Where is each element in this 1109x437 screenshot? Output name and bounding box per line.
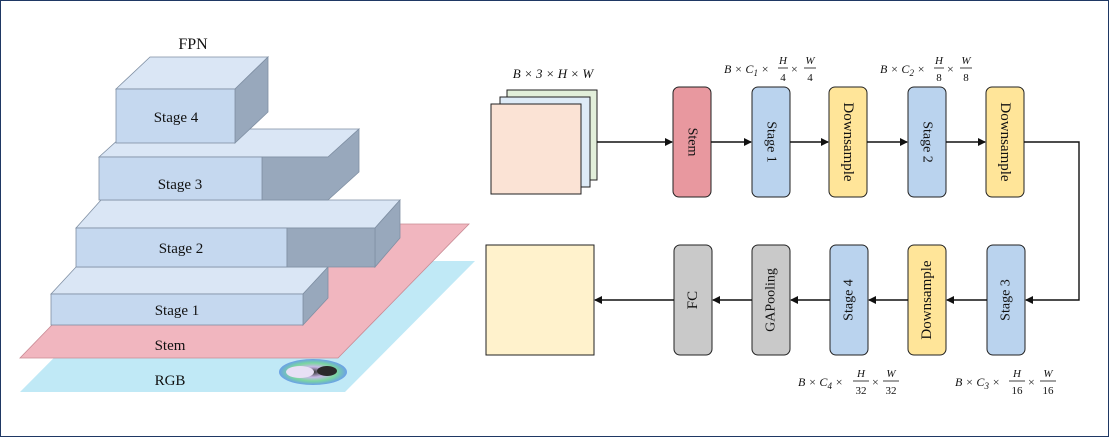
svg-text:W: W (886, 368, 896, 380)
fpn-pyramid: RGB Stem Stage 1 Stage 2 Stage 3 Stage 4 (19, 36, 475, 392)
fpn-title: FPN (178, 36, 208, 53)
svg-text:W: W (805, 55, 815, 67)
rgb-label: RGB (155, 373, 186, 389)
svg-text:H: H (856, 368, 866, 380)
svg-text:×: × (872, 375, 879, 389)
top-row-arrows (597, 138, 1080, 304)
downsample3-label: Downsample (919, 260, 935, 339)
svg-text:B × C4 ×: B × C4 × (798, 375, 843, 391)
svg-text:H: H (778, 55, 788, 67)
input-shape-label: B × 3 × H × W (513, 66, 595, 81)
shape1-label: B × C1 × H 4 × W 4 (724, 55, 816, 84)
stage3-label: Stage 3 (158, 177, 203, 193)
svg-text:8: 8 (936, 72, 942, 84)
stage4-label: Stage 4 (154, 110, 199, 126)
stage4-pipe-label: Stage 4 (842, 279, 857, 321)
shape2-label: B × C2 × H 8 × W 8 (880, 55, 972, 84)
svg-text:B × C1 ×: B × C1 × (724, 62, 769, 78)
stage1-block (50, 293, 304, 326)
svg-text:×: × (791, 62, 798, 76)
downsample1-label: Downsample (840, 102, 856, 181)
rgb-image-icon (279, 359, 347, 385)
svg-text:×: × (1028, 375, 1035, 389)
svg-text:32: 32 (886, 385, 897, 397)
svg-text:W: W (1043, 368, 1053, 380)
svg-text:4: 4 (780, 72, 786, 84)
output-tensor (485, 244, 595, 356)
gap-label: GAPooling (764, 268, 779, 332)
svg-text:16: 16 (1012, 385, 1024, 397)
svg-text:16: 16 (1043, 385, 1055, 397)
svg-text:H: H (1012, 368, 1022, 380)
stage1-pipe-label: Stage 1 (764, 121, 779, 163)
downsample2-label: Downsample (997, 102, 1013, 181)
svg-text:32: 32 (856, 385, 867, 397)
stage1-label: Stage 1 (155, 303, 200, 319)
stage4-block (115, 88, 236, 144)
stage2-block (75, 227, 288, 268)
shape3-label: B × C3 × H 16 × W 16 (955, 368, 1056, 397)
stem-block-label: Stem (685, 128, 700, 157)
svg-text:B × C2 ×: B × C2 × (880, 62, 925, 78)
shape4-label: B × C4 × H 32 × W 32 (798, 368, 899, 397)
stage3-pipe-label: Stage 3 (999, 279, 1014, 321)
input-tensor (490, 89, 598, 195)
fc-label: FC (685, 291, 701, 309)
svg-text:H: H (934, 55, 944, 67)
svg-text:×: × (947, 62, 954, 76)
pipeline: B × 3 × H × W Stem Stage 1 Downsample St… (485, 55, 1080, 397)
stage2-pipe-label: Stage 2 (920, 121, 935, 163)
stage3-block (98, 156, 263, 201)
svg-text:8: 8 (963, 72, 969, 84)
arrow-down2-stage3 (1024, 141, 1080, 304)
svg-text:B × C3 ×: B × C3 × (955, 375, 1000, 391)
svg-text:W: W (961, 55, 971, 67)
stage2-label: Stage 2 (159, 241, 204, 257)
stem-label: Stem (155, 338, 186, 354)
svg-text:4: 4 (807, 72, 813, 84)
